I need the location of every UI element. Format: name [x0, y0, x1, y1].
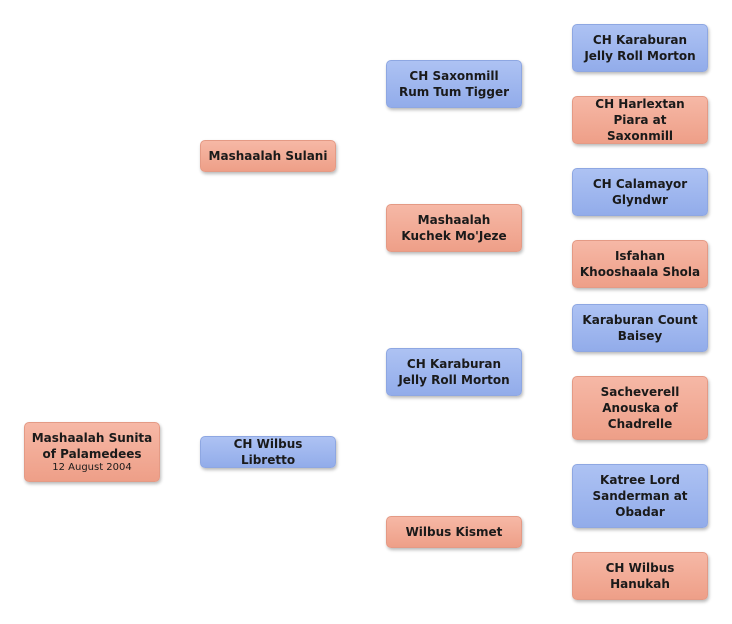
dam-dam-node: Mashaalah Kuchek Mo'Jeze [386, 204, 522, 252]
g3-name-6: Sacheverell Anouska of Chadrelle [600, 385, 680, 431]
g3-node-2: CH Harlextan Piara at Saxonmill [572, 96, 708, 144]
g3-node-6: Sacheverell Anouska of Chadrelle [572, 376, 708, 440]
dam-node: Mashaalah Sulani [200, 140, 336, 172]
g3-name-5: Karaburan Count Baisey [582, 313, 698, 343]
g3-name-3: CH Calamayor Glyndwr [592, 177, 688, 207]
sire-sire-node: CH Karaburan Jelly Roll Morton [386, 348, 522, 396]
g3-name-8: CH Wilbus Hanukah [605, 561, 675, 591]
g3-name-2: CH Harlextan Piara at Saxonmill [595, 97, 685, 143]
dam-name: Mashaalah Sulani [208, 149, 328, 163]
subject-name: Mashaalah Sunita of Palamedees [31, 431, 153, 461]
dam-sire-node: CH Saxonmill Rum Tum Tigger [386, 60, 522, 108]
g3-node-7: Katree Lord Sanderman at Obadar [572, 464, 708, 528]
g3-node-3: CH Calamayor Glyndwr [572, 168, 708, 216]
sire-name: CH Wilbus Libretto [233, 437, 303, 467]
dam-sire-name: CH Saxonmill Rum Tum Tigger [398, 69, 510, 99]
subject-date: 12 August 2004 [52, 462, 132, 473]
g3-node-4: Isfahan Khooshaala Shola [572, 240, 708, 288]
g3-node-8: CH Wilbus Hanukah [572, 552, 708, 600]
g3-node-1: CH Karaburan Jelly Roll Morton [572, 24, 708, 72]
sire-dam-node: Wilbus Kismet [386, 516, 522, 548]
g3-name-1: CH Karaburan Jelly Roll Morton [584, 33, 696, 63]
sire-dam-name: Wilbus Kismet [405, 525, 503, 539]
sire-sire-name: CH Karaburan Jelly Roll Morton [398, 357, 510, 387]
g3-node-5: Karaburan Count Baisey [572, 304, 708, 352]
g3-name-4: Isfahan Khooshaala Shola [579, 249, 701, 279]
sire-node: CH Wilbus Libretto [200, 436, 336, 468]
dam-dam-name: Mashaalah Kuchek Mo'Jeze [401, 213, 507, 243]
subject-node: Mashaalah Sunita of Palamedees 12 August… [24, 422, 160, 482]
g3-name-7: Katree Lord Sanderman at Obadar [592, 473, 688, 519]
